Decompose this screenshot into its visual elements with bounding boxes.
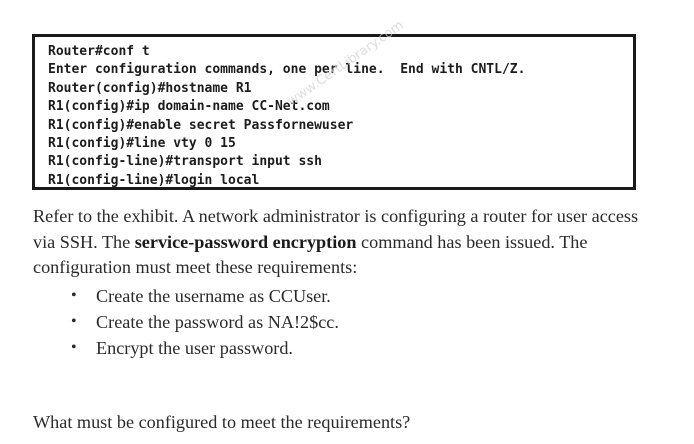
cli-line: R1(config-line)#login local <box>48 172 260 188</box>
list-item: • Encrypt the user password. <box>68 335 339 361</box>
question-continuation: command has been issued. The configurati… <box>33 231 588 278</box>
requirements-list: • Create the username as CCUser. • Create … <box>68 283 339 361</box>
cli-line: R1(config)#enable secret Passfornewuser <box>48 117 354 133</box>
list-item: • Create the username as CCUser. <box>68 283 339 309</box>
cli-line: Router(config)#hostname R1 <box>48 80 252 96</box>
cli-line: R1(config)#line vty 0 15 <box>48 136 236 152</box>
cli-line: R1(config)#ip domain-name CC-Net.com <box>48 99 330 115</box>
cli-line: Router#conf t <box>48 44 150 59</box>
cli-exhibit: Router#conf t Enter configuration comman… <box>32 18 636 190</box>
requirement-text: Encrypt the user password. <box>96 338 293 358</box>
question-prompt: What must be configured to meet the requ… <box>33 412 411 432</box>
cli-line: R1(config-line)#transport input ssh <box>48 154 322 170</box>
bold-command: service-password encryption <box>134 231 357 252</box>
question-intro: Refer to the exhibit. A network administ… <box>33 206 639 252</box>
bullet-icon: • <box>71 339 77 356</box>
bullet-icon: • <box>71 313 77 330</box>
bullet-icon: • <box>71 287 77 304</box>
requirement-text: Create the username as CCUser. <box>96 286 331 306</box>
requirement-text: Create the password as NA!2$cc. <box>96 312 339 332</box>
cli-line: Enter configuration commands, one per li… <box>48 62 526 78</box>
question-text: Refer to the exhibit. A network administ… <box>33 204 663 281</box>
list-item: • Create the password as NA!2$cc. <box>68 309 339 335</box>
